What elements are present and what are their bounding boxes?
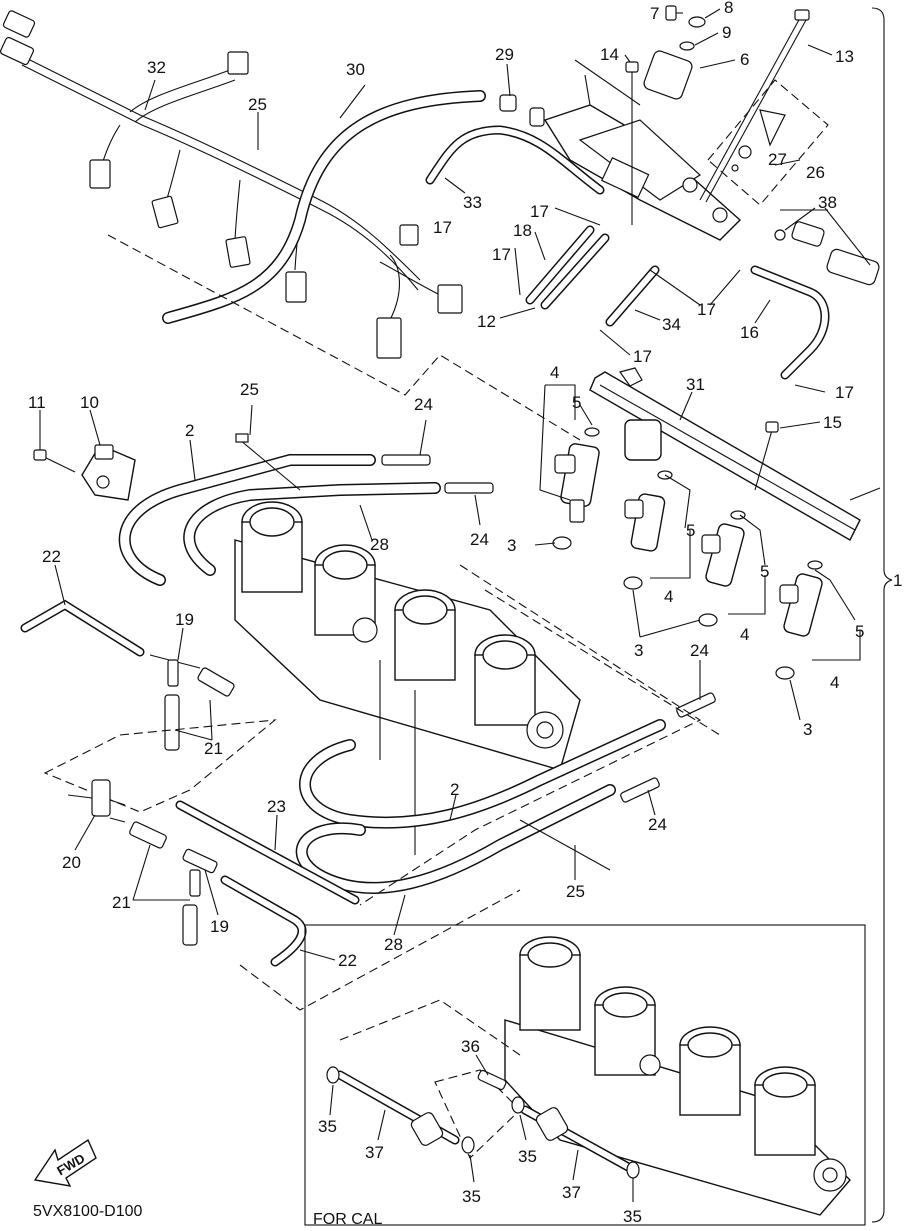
callout-27: 27	[768, 150, 787, 169]
callout-15: 15	[823, 413, 842, 432]
callout-38: 38	[818, 193, 837, 212]
wire-harness	[0, 10, 463, 359]
callout-1: 1	[893, 571, 902, 590]
callout-28: 28	[370, 535, 389, 554]
callout-16: 16	[740, 323, 759, 342]
callout-5: 5	[572, 393, 581, 412]
callout-24: 24	[690, 641, 709, 660]
callout-25: 25	[248, 95, 267, 114]
callout-20: 20	[62, 853, 81, 872]
callout-25: 25	[566, 882, 585, 901]
callout-3: 3	[634, 641, 643, 660]
fuel-rail	[589, 367, 881, 541]
callout-8: 8	[724, 0, 733, 17]
callout-5: 5	[855, 622, 864, 641]
callout-24: 24	[414, 395, 433, 414]
callout-10: 10	[80, 393, 99, 412]
callout-7: 7	[650, 4, 659, 23]
callout-29: 29	[495, 45, 514, 64]
callout-17: 17	[492, 245, 511, 264]
callout-4: 4	[740, 625, 749, 644]
fwd-arrow: FWD	[33, 1138, 97, 1187]
leader-lines	[39, 8, 871, 1202]
injector-2	[624, 419, 673, 552]
callout-22: 22	[42, 547, 61, 566]
callout-3: 3	[507, 536, 516, 555]
throttle-body-inset	[504, 936, 851, 1216]
callout-18: 18	[513, 221, 532, 240]
callout-21: 21	[204, 739, 223, 758]
callout-19: 19	[175, 610, 194, 629]
callout-5: 5	[686, 521, 695, 540]
callout-4: 4	[830, 673, 839, 692]
callout-17: 17	[633, 347, 652, 366]
callout-24: 24	[470, 530, 489, 549]
callout-35: 35	[462, 1187, 481, 1206]
injector-1	[554, 427, 600, 523]
inset-label: FOR CAL	[313, 1211, 382, 1228]
callout-4: 4	[664, 587, 673, 606]
fuel-pressure-block	[499, 50, 742, 241]
callout-12: 12	[477, 312, 496, 331]
callout-11: 11	[28, 393, 46, 412]
callout-32: 32	[147, 58, 166, 77]
callout-2: 2	[185, 421, 194, 440]
callout-26: 26	[806, 163, 825, 182]
callout-19: 19	[210, 917, 229, 936]
callout-17: 17	[530, 202, 549, 221]
injector-4	[779, 560, 823, 637]
callout-13: 13	[835, 47, 854, 66]
callout-5: 5	[760, 562, 769, 581]
callout-33: 33	[463, 193, 482, 212]
callout-24: 24	[648, 815, 667, 834]
callout-2: 2	[450, 780, 459, 799]
callout-17: 17	[835, 383, 854, 402]
callout-25: 25	[240, 380, 259, 399]
callout-23: 23	[267, 797, 286, 816]
inset-frame	[304, 924, 866, 1226]
callout-34: 34	[662, 315, 681, 334]
callout-22: 22	[338, 951, 357, 970]
injector-3	[701, 510, 746, 587]
callout-35: 35	[623, 1207, 642, 1226]
callout-17: 17	[433, 218, 452, 237]
callout-36: 36	[461, 1037, 480, 1056]
callout-35: 35	[518, 1147, 537, 1166]
callout-21: 21	[112, 893, 131, 912]
callout-4: 4	[550, 363, 559, 382]
callout-31: 31	[686, 375, 705, 394]
callout-37: 37	[365, 1143, 384, 1162]
callout-6: 6	[740, 50, 749, 69]
callout-labels: 1 2 2 3 3 3 4 4 4 4 5 5 5 5 6 7 8 9 10 1…	[28, 0, 902, 1226]
throttle-body-main	[234, 501, 581, 855]
callout-35: 35	[318, 1117, 337, 1136]
callout-37: 37	[562, 1183, 581, 1202]
part-code: 5VX8100-D100	[33, 1203, 143, 1220]
callout-17: 17	[697, 300, 716, 319]
callout-14: 14	[600, 45, 619, 64]
callout-3: 3	[803, 720, 812, 739]
callout-9: 9	[722, 23, 731, 42]
callout-28: 28	[384, 935, 403, 954]
callout-30: 30	[346, 60, 365, 79]
assembly-bracket	[871, 7, 893, 1223]
